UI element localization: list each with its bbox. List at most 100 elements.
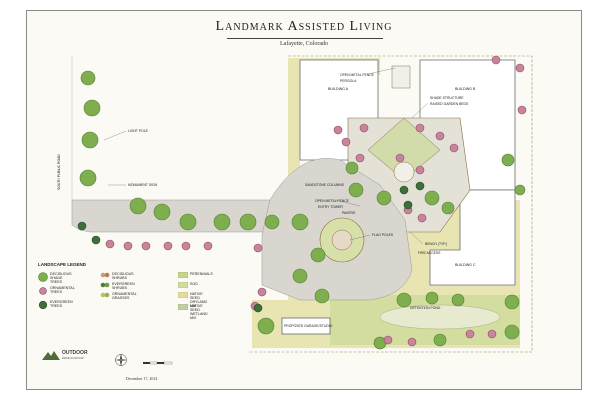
ornamental-tree-icon	[333, 125, 343, 135]
deciduous-tree-icon	[81, 131, 99, 149]
deciduous-tree-icon	[433, 333, 447, 347]
ornamental-tree-icon	[449, 143, 459, 153]
ornamental-tree-icon	[435, 131, 445, 141]
label-flag-poles: FLAG POLES	[372, 233, 394, 237]
label-building-b: BUILDING B	[455, 87, 476, 91]
evergreen-tree-icon	[415, 181, 425, 191]
north-arrow-icon	[114, 353, 128, 367]
evergreen-tree-icon	[403, 200, 413, 210]
deciduous-tree-icon	[79, 169, 97, 187]
ornamental-tree-icon	[181, 241, 191, 251]
label-light-pole: LIGHT POLE	[128, 129, 149, 133]
evergreen-tree-icon	[77, 221, 87, 231]
company-logo: OUTDOOR DESIGN GROUP	[42, 350, 92, 380]
deciduous-tree-icon	[504, 324, 520, 340]
deciduous-tree-icon	[314, 288, 330, 304]
ornamental-tree-icon	[491, 55, 501, 65]
deciduous-tree-icon	[291, 213, 309, 231]
ornamental-tree-icon	[105, 239, 115, 249]
label-building-c: BUILDING C	[455, 263, 476, 267]
title-rule	[227, 38, 383, 39]
tree-plantings	[77, 55, 527, 350]
deciduous-tree-icon	[424, 190, 440, 206]
deciduous-tree-icon	[38, 272, 48, 282]
label-open-metal-fence-2: OPEN METAL FENCE	[315, 199, 350, 203]
label-shade-structure: SHADE STRUCTURE	[430, 96, 464, 100]
ornamental-tree-icon	[383, 335, 393, 345]
ornamental-tree-icon	[257, 287, 267, 297]
deciduous-tree-icon	[348, 182, 364, 198]
deciduous-tree-icon	[425, 291, 439, 305]
ornamental-tree-icon	[487, 329, 497, 339]
logo-mountain-icon	[42, 351, 60, 360]
plan-date: December 17, 2014	[126, 376, 158, 381]
label-proposed-garage: PROPOSED GARAGE/STUDIO	[284, 324, 333, 328]
ornamental-tree-icon	[415, 123, 425, 133]
label-pavers: PAVERS	[342, 211, 356, 215]
deciduous-tree-icon	[153, 203, 171, 221]
deciduous-tree-icon	[179, 213, 197, 231]
deciduous-tree-icon	[83, 99, 101, 117]
ornamental-tree-icon	[203, 241, 213, 251]
ornamental-tree-icon	[253, 243, 263, 253]
label-sandstone-columns: SANDSTONE COLUMNS	[305, 183, 345, 187]
native-dryland-swatch	[178, 292, 188, 298]
ornamental-tree-icon	[39, 287, 47, 295]
shade-structure	[393, 161, 415, 183]
perennials-swatch	[178, 272, 188, 278]
evergreen-shrub-icon	[100, 282, 110, 288]
native-wetland-swatch	[178, 304, 188, 310]
page-subtitle: Lafayette, Colorado	[280, 41, 328, 47]
sod-swatch	[178, 282, 188, 288]
label-monument-sign: MONUMENT SIGN	[128, 183, 158, 187]
label-raised-garden-beds: RAISED GARDEN BEDS	[430, 102, 469, 106]
property-boundary	[248, 55, 533, 353]
ornamental-tree-icon	[141, 241, 151, 251]
deciduous-tree-icon	[504, 294, 520, 310]
proposed-garage	[281, 317, 331, 335]
label-fire-access: FIRE ACCESS	[418, 251, 441, 255]
page-title: Landmark Assisted Living	[215, 19, 393, 34]
evergreen-tree-icon	[253, 303, 263, 313]
label-entry-tower: ENTRY TOWER	[318, 205, 343, 209]
ornamental-tree-icon	[415, 165, 425, 175]
ornamental-tree-icon	[407, 337, 417, 347]
ornamental-tree-icon	[163, 241, 173, 251]
deciduous-tree-icon	[80, 70, 96, 86]
label-south-public-road: SOUTH PUBLIC ROAD	[57, 154, 61, 190]
deciduous-tree-icon	[441, 201, 455, 215]
ornamental-tree-icon	[517, 105, 527, 115]
deciduous-tree-icon	[292, 268, 308, 284]
entry-gate	[391, 65, 411, 89]
evergreen-tree-icon	[399, 185, 409, 195]
leader-lines	[103, 67, 429, 245]
label-building-a: BUILDING A	[328, 87, 349, 91]
ornamental-tree-icon	[395, 153, 405, 163]
deciduous-tree-icon	[501, 153, 515, 167]
label-pergola: PERGOLA	[340, 79, 357, 83]
evergreen-tree-icon	[91, 235, 101, 245]
deciduous-tree-icon	[264, 214, 280, 230]
deciduous-tree-icon	[514, 184, 526, 196]
ornamental-tree-icon	[359, 123, 369, 133]
deciduous-tree-icon	[345, 161, 359, 175]
ornamental-tree-icon	[355, 153, 365, 163]
legend-title: LANDSCAPE LEGEND	[38, 262, 87, 267]
ornamental-tree-icon	[417, 213, 427, 223]
detention-pond	[379, 304, 501, 330]
logo-subtitle: DESIGN GROUP	[62, 356, 84, 360]
deciduous-tree-icon	[396, 292, 412, 308]
ornamental-tree-icon	[465, 329, 475, 339]
landscape-legend: LANDSCAPE LEGEND DECIDUOUS SHADE TREES O…	[38, 262, 213, 320]
scale-bar-icon	[143, 361, 173, 365]
ornamental-tree-icon	[341, 137, 351, 147]
ornamental-grass-icon	[100, 292, 110, 298]
deciduous-tree-icon	[239, 213, 257, 231]
deciduous-tree-icon	[129, 197, 147, 215]
logo-name: OUTDOOR	[62, 350, 88, 356]
deciduous-tree-icon	[213, 213, 231, 231]
label-bench: BENCH (TYP.)	[425, 242, 447, 246]
evergreen-tree-icon	[38, 300, 48, 310]
deciduous-shrub-icon	[100, 272, 110, 278]
